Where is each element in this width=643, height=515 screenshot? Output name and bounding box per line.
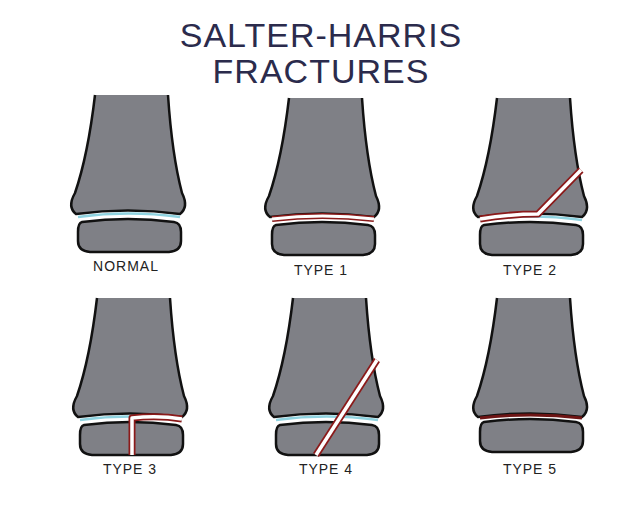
panel-label: NORMAL: [93, 258, 159, 274]
type4-bone: [269, 298, 383, 455]
fracture-line: [272, 216, 374, 219]
fracture-line: [316, 360, 377, 455]
fracture-line: [132, 417, 182, 455]
fracture-line: [316, 360, 377, 455]
fracture-line: [132, 417, 182, 455]
fracture-line: [272, 216, 374, 219]
type5-bone: [473, 298, 587, 452]
type3-bone: [73, 298, 187, 455]
type1-bone: [265, 98, 379, 255]
normal-bone: [71, 95, 185, 252]
diagram-title: SALTER-HARRIS FRACTURES: [151, 18, 491, 89]
panel-label: TYPE 3: [103, 461, 157, 477]
crush-line: [480, 415, 582, 418]
panel-label: TYPE 5: [503, 461, 557, 477]
panel-label: TYPE 4: [299, 461, 353, 477]
fracture-line: [480, 170, 581, 219]
panel-label: TYPE 2: [503, 262, 557, 278]
fracture-line: [480, 170, 581, 219]
panel-label: TYPE 1: [294, 262, 348, 278]
type2-bone: [473, 98, 587, 255]
